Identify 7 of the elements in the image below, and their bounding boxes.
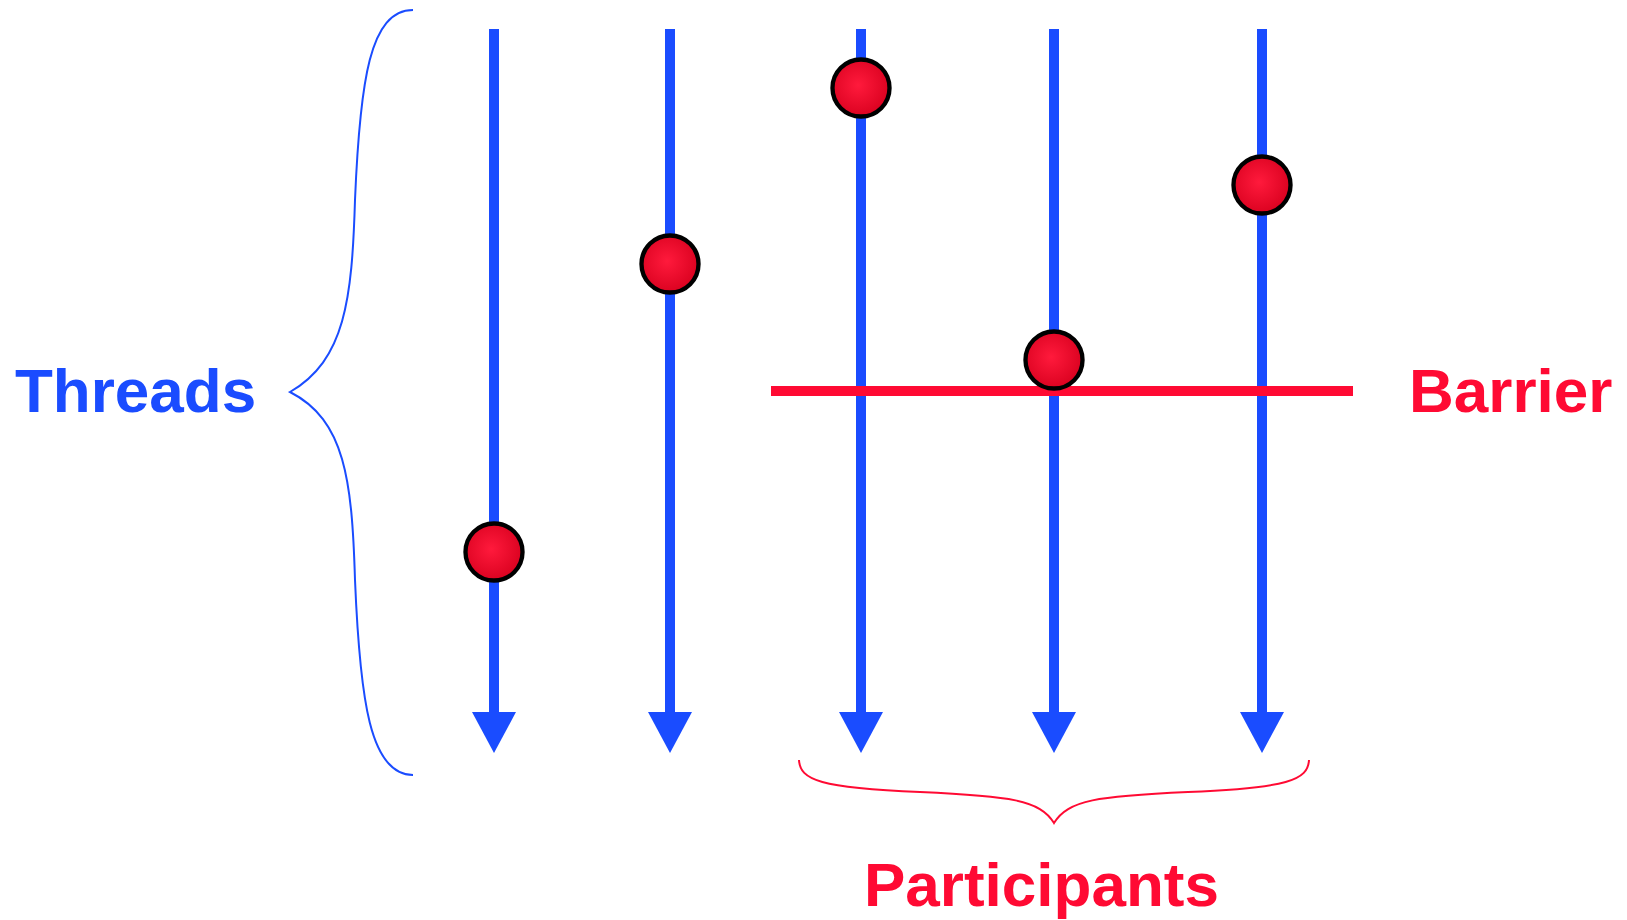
event-dot [1231, 154, 1293, 216]
threads-label: Threads [15, 360, 257, 422]
event-dot [1023, 329, 1085, 391]
event-dot [830, 57, 892, 119]
event-dot [463, 521, 525, 583]
barrier-label: Barrier [1409, 360, 1613, 422]
event-dot [639, 233, 701, 295]
